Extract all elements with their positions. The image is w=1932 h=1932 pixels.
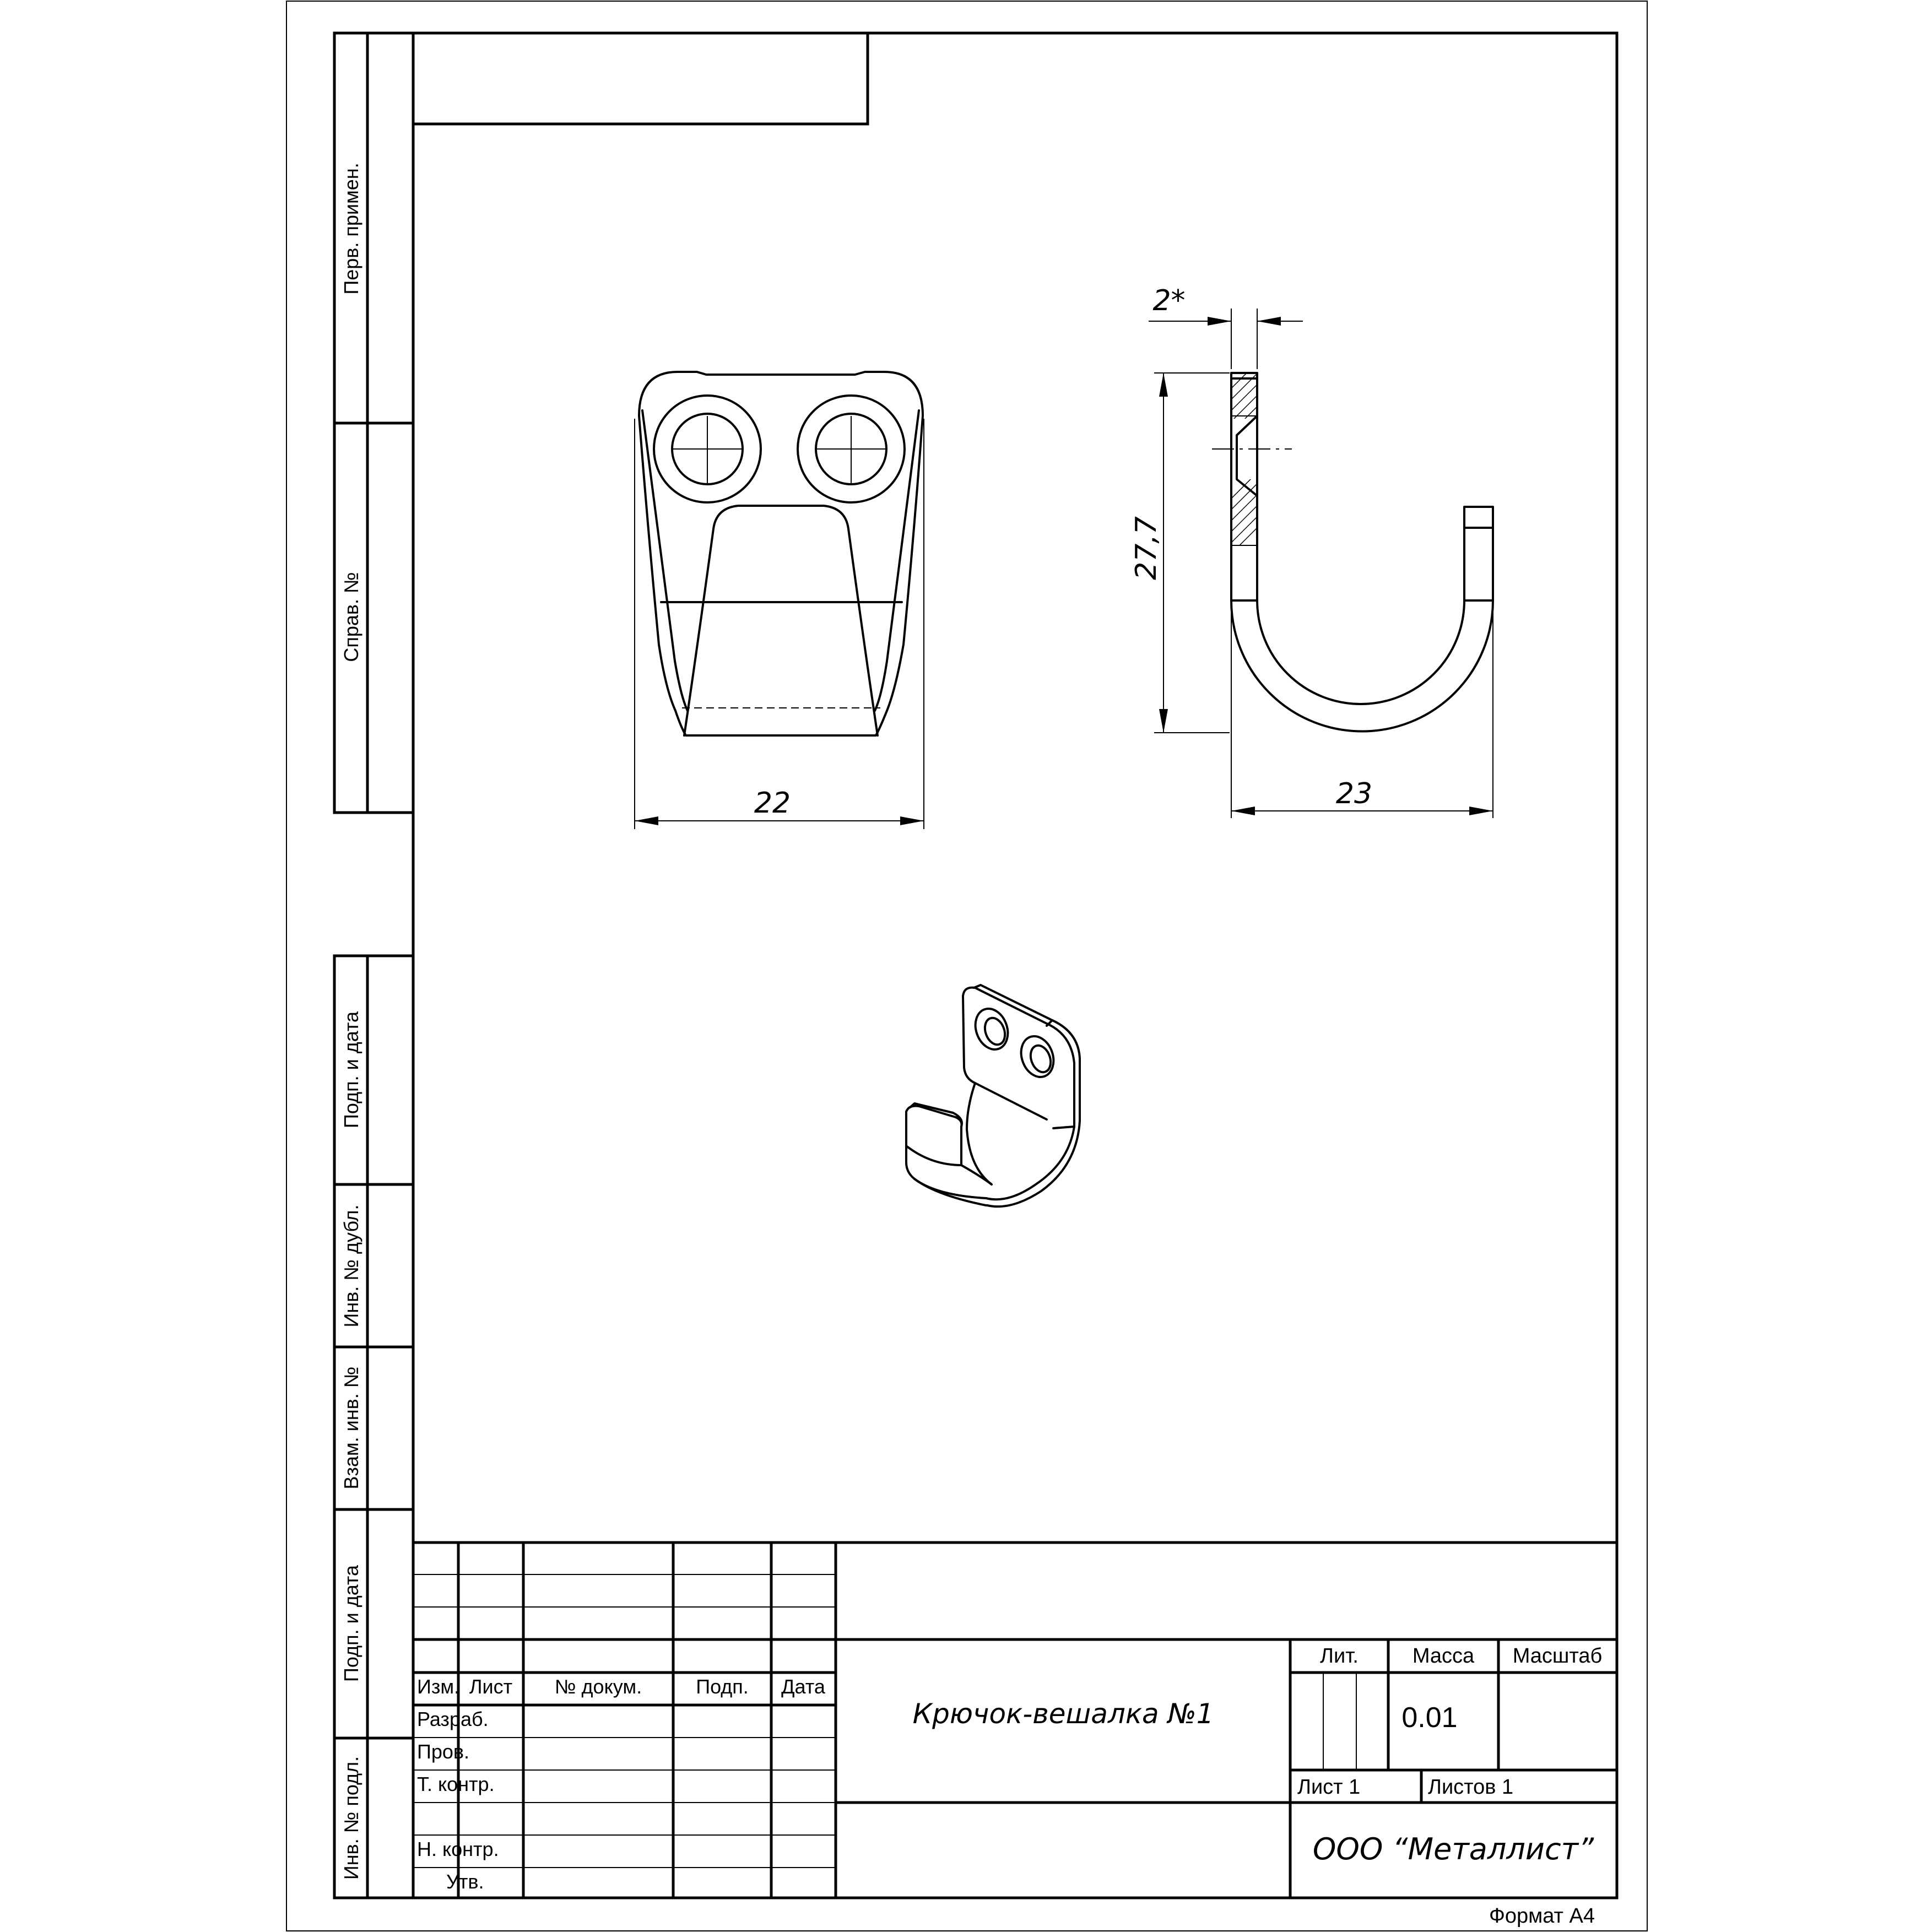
side-stamp-lower: Подп. и дата Инв. № дубл. Взам. инв. № П…: [333, 954, 413, 1899]
front-hole-right-inner: [815, 413, 887, 485]
front-view: 22: [634, 371, 924, 829]
header-list: Лист: [469, 1675, 512, 1698]
side-stamp-upper: Перв. примен. Справ. №: [333, 31, 413, 814]
header-izm: Изм.: [417, 1675, 459, 1698]
side-view: 27,7 23 2*: [1130, 284, 1494, 818]
inv-podl-label: Инв. № подл.: [340, 1756, 362, 1880]
isometric-view: [905, 984, 1081, 1208]
role-utv: Утв.: [446, 1870, 484, 1893]
title-block: Изм. Лист № докум. Подп. Дата Разраб. Пр…: [413, 1541, 1617, 1898]
massa-value: 0.01: [1401, 1702, 1457, 1734]
front-hole-right-outer: [797, 394, 906, 504]
dim-side-width: 23: [1336, 777, 1372, 810]
sprav-no-label: Справ. №: [340, 572, 362, 662]
drawing-frame: [412, 31, 1619, 1899]
lit-label: Лит.: [1320, 1644, 1359, 1668]
role-n-kontr: Н. контр.: [417, 1838, 499, 1860]
masshtab-label: Масштаб: [1513, 1644, 1603, 1668]
organization: ООО “Металлист”: [1313, 1832, 1594, 1866]
vzam-inv-label: Взам. инв. №: [340, 1366, 362, 1489]
format-label: Формат А4: [1489, 1904, 1595, 1928]
header-doc-no: № докум.: [555, 1675, 642, 1698]
header-data: Дата: [781, 1675, 826, 1698]
sheet-border: [286, 1, 1648, 1931]
top-left-box: [413, 33, 869, 126]
podp-data-1-label: Подп. и дата: [340, 1011, 362, 1128]
front-hole-left-outer: [653, 394, 762, 504]
dim-side-height: 27,7: [1130, 516, 1163, 580]
dim-front-width: 22: [754, 787, 791, 820]
role-t-kontr: Т. контр.: [417, 1773, 495, 1795]
front-view-notch: [683, 505, 879, 737]
front-view-outline: [638, 371, 924, 737]
dim-thickness: 2*: [1152, 284, 1185, 317]
podp-data-2-label: Подп. и дата: [340, 1565, 362, 1682]
front-hole-left-inner: [671, 413, 744, 485]
sheets-label: Листов 1: [1428, 1776, 1513, 1799]
perv-primen-label: Перв. примен.: [340, 163, 362, 294]
sheet-label: Лист 1: [1297, 1776, 1360, 1799]
massa-label: Масса: [1413, 1644, 1475, 1668]
part-name: Крючок-вешалка №1: [913, 1698, 1214, 1730]
side-view-outline: [1230, 372, 1494, 733]
inv-dubl-label: Инв. № дубл.: [340, 1205, 362, 1328]
role-prov: Пров.: [417, 1740, 469, 1763]
role-razrab: Разраб.: [417, 1708, 489, 1730]
header-podp: Подп.: [696, 1675, 749, 1698]
